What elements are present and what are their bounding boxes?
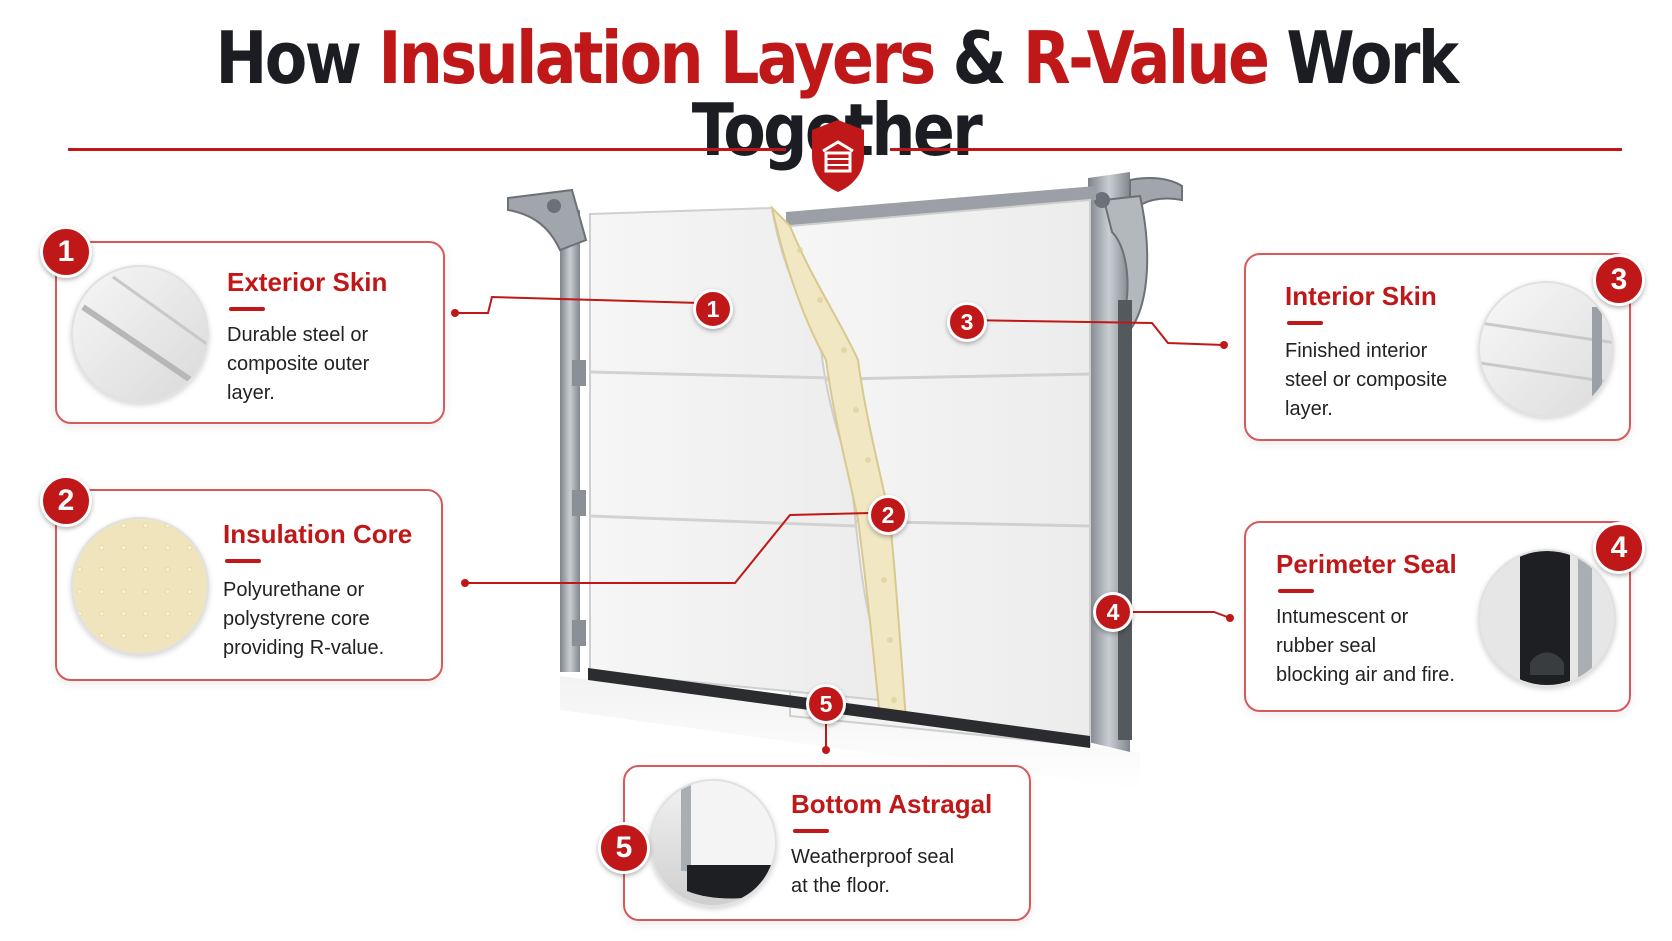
- insulation-core-thumbnail: [71, 517, 209, 655]
- interior-skin-thumbnail: [1478, 281, 1614, 417]
- callout-title: Bottom Astragal: [791, 789, 993, 819]
- callout-title-dash: [793, 829, 829, 833]
- door-badge-2: 2: [868, 495, 908, 535]
- left-track: [560, 210, 580, 672]
- title-word-insulation-layers: Insulation Layers: [378, 16, 936, 100]
- door-badge-4: 4: [1093, 592, 1133, 632]
- title-word-r-value: R-Value: [1023, 16, 1270, 100]
- callout-badge-2: 2: [40, 475, 92, 527]
- perimeter-seal-thumbnail: [1478, 549, 1616, 687]
- callout-badge-5: 5: [598, 822, 650, 874]
- callout-title: Insulation Core: [223, 519, 413, 549]
- callout-badge-1: 1: [40, 226, 92, 278]
- callout-title: Exterior Skin: [227, 267, 388, 297]
- exterior-skin-thumbnail: [71, 265, 209, 403]
- callout-title-dash: [225, 559, 261, 563]
- callout-badge-4: 4: [1593, 522, 1645, 574]
- door-badge-3: 3: [947, 302, 987, 342]
- door-badge-1: 1: [693, 289, 733, 329]
- title-word-and: &: [933, 16, 1024, 100]
- callout-title-dash: [1287, 321, 1323, 325]
- garage-shield-icon: [812, 120, 864, 192]
- callout-title-dash: [1278, 589, 1314, 593]
- callout-badge-3: 3: [1593, 254, 1645, 306]
- callout-title: Perimeter Seal: [1276, 549, 1457, 579]
- title-rule-right: [890, 148, 1622, 151]
- door-badge-5: 5: [806, 684, 846, 724]
- title-word-how: How: [215, 16, 379, 100]
- bottom-astragal-thumbnail: [649, 779, 777, 907]
- callout-title: Interior Skin: [1285, 281, 1437, 311]
- title-rule-left: [68, 148, 786, 151]
- page-title: How Insulation Layers & R-Value Work Tog…: [117, 22, 1555, 166]
- callout-title-dash: [229, 307, 265, 311]
